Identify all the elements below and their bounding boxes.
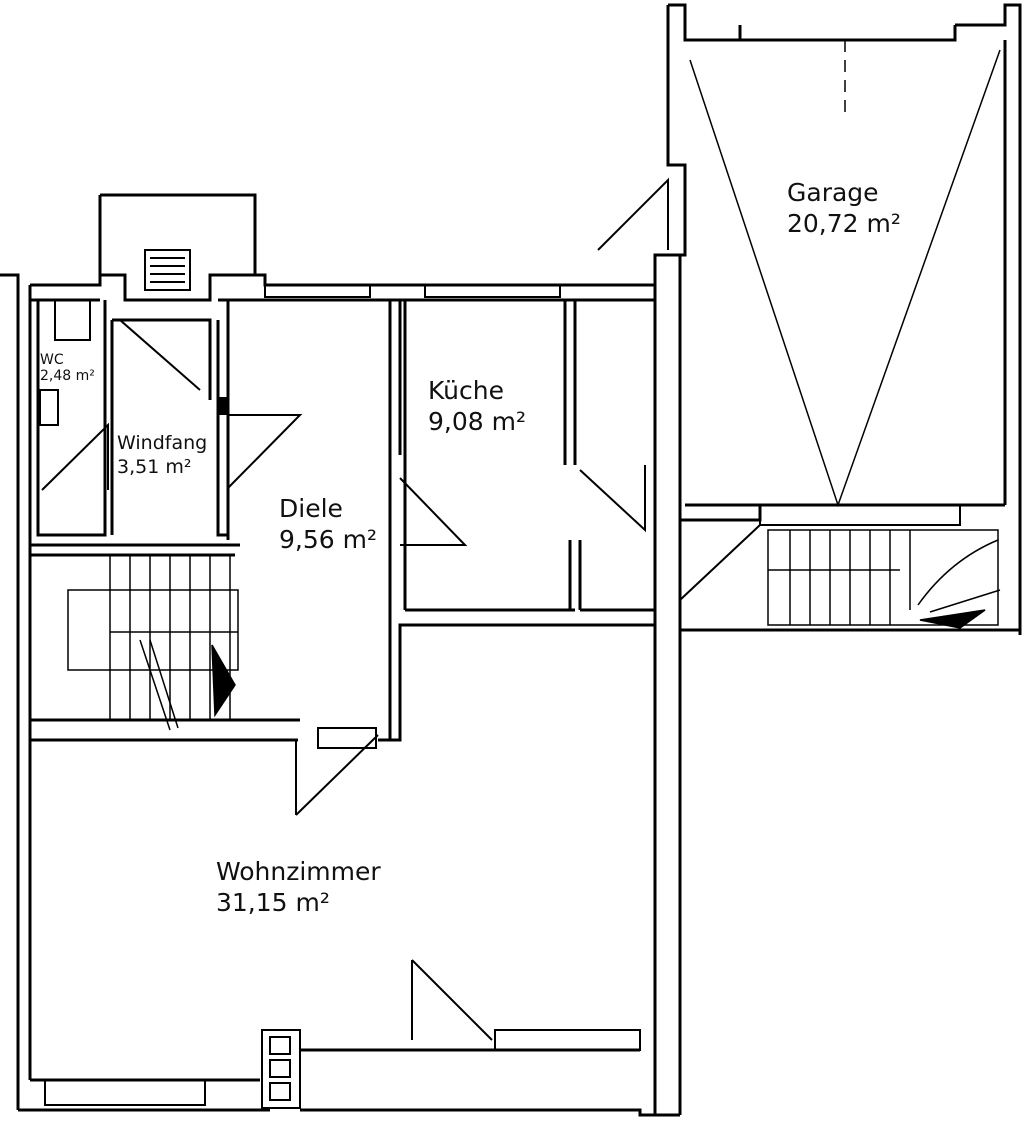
- windows: [44, 284, 961, 1106]
- room-area: 20,72 m²: [787, 209, 901, 239]
- room-area: 31,15 m²: [216, 888, 330, 918]
- room-label-diele: Diele 9,56 m²: [279, 493, 377, 556]
- stairs: [67, 529, 1001, 731]
- room-name: Garage: [787, 178, 879, 207]
- room-name: WC: [40, 352, 64, 368]
- exterior-walls: [0, 3, 1022, 1117]
- room-area: 9,56 m²: [279, 525, 377, 555]
- room-label-windfang: Windfang 3,51 m²: [117, 432, 207, 480]
- door-swings: [41, 177, 761, 1041]
- room-label-wohnzimmer: Wohnzimmer 31,15 m²: [216, 856, 381, 919]
- room-area: 9,08 m²: [428, 407, 526, 437]
- room-label-garage: Garage 20,72 m²: [787, 177, 901, 240]
- room-label-kueche: Küche 9,08 m²: [428, 375, 526, 438]
- room-area: 3,51 m²: [117, 455, 192, 478]
- interior-walls: [30, 193, 655, 742]
- room-name: Diele: [279, 494, 343, 523]
- fixtures: [39, 249, 301, 1109]
- room-label-wc: WC 2,48 m²: [40, 352, 95, 384]
- room-name: Windfang: [117, 432, 208, 454]
- garage-door-lines: [689, 40, 1001, 508]
- room-name: Wohnzimmer: [216, 857, 381, 886]
- room-area: 2,48 m²: [40, 368, 95, 385]
- room-name: Küche: [428, 376, 504, 405]
